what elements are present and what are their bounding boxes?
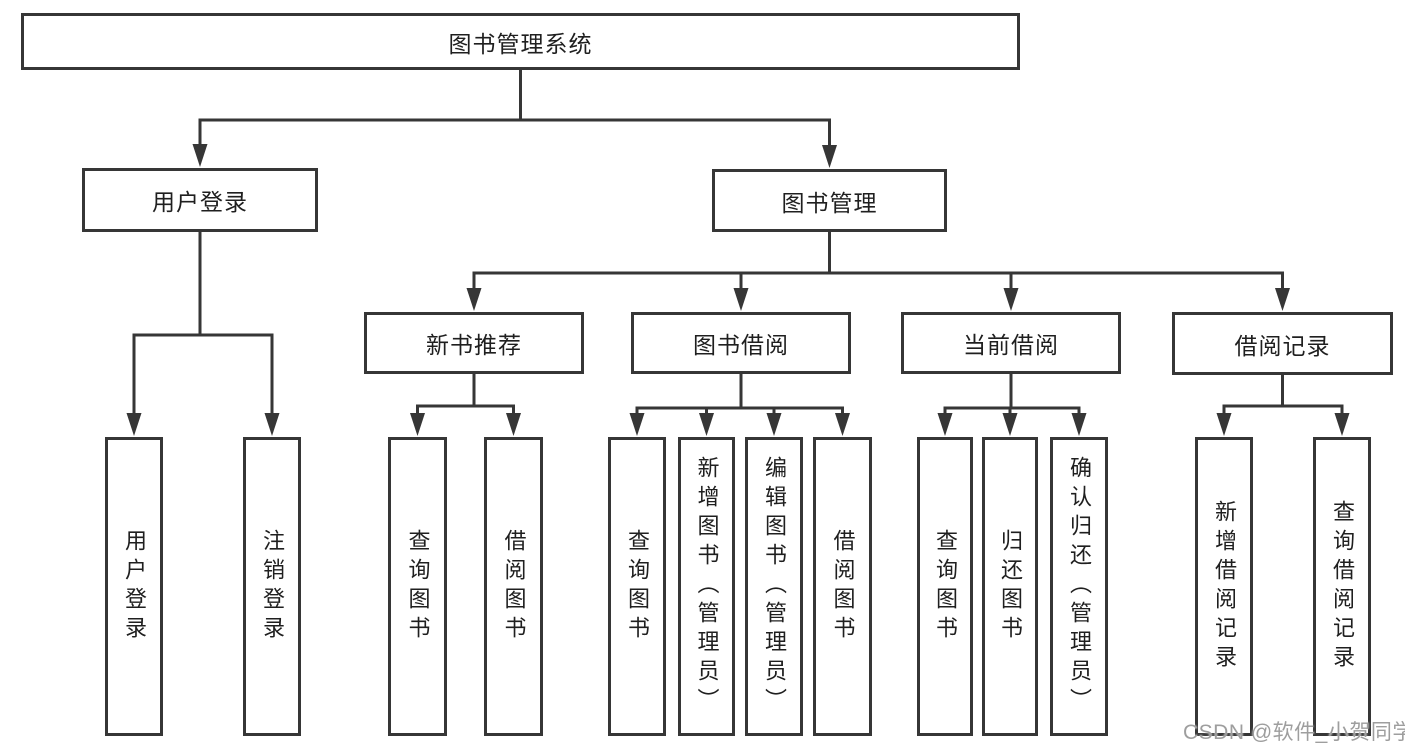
arrowhead-icon: [466, 288, 482, 311]
arrowhead-icon: [835, 413, 850, 436]
node-root: 图书管理系统: [21, 13, 1020, 70]
node-nbr-query: 查询图书: [388, 437, 447, 736]
arrowhead-icon: [1002, 413, 1018, 436]
node-label: 新增借阅记录: [1212, 499, 1237, 674]
node-bb-edit: 编辑图书（管理员）: [745, 437, 803, 736]
arrowhead-icon: [937, 413, 953, 436]
node-ul-logout: 注销登录: [243, 437, 301, 736]
node-label: 新增图书（管理员）: [694, 456, 720, 717]
node-user-login: 用户登录: [82, 168, 318, 232]
arrowhead-icon: [1334, 413, 1350, 436]
arrowhead-icon: [766, 413, 782, 436]
node-book-borrow: 图书借阅: [631, 312, 851, 374]
node-label: 借阅图书: [501, 528, 527, 645]
arrowhead-icon: [1216, 413, 1232, 436]
watermark-text: CSDN @软件_小贺同学: [1183, 721, 1405, 744]
arrowhead-icon: [733, 288, 749, 311]
node-nbr-borrow: 借阅图书: [484, 437, 543, 736]
node-bb-borrow: 借阅图书: [813, 437, 872, 736]
arrowhead-icon: [822, 145, 837, 168]
node-label: 确认归还（管理员）: [1067, 456, 1092, 717]
node-label: 用户登录: [152, 189, 248, 215]
node-label: 图书管理系统: [448, 30, 593, 57]
node-cb-confirm: 确认归还（管理员）: [1050, 437, 1108, 736]
node-label: 编辑图书（管理员）: [762, 456, 787, 717]
node-new-book-rec: 新书推荐: [364, 312, 584, 374]
node-label: 借阅记录: [1234, 332, 1331, 359]
node-cb-return: 归还图书: [982, 437, 1038, 736]
arrowhead-icon: [1275, 288, 1290, 311]
arrowhead-icon: [699, 413, 714, 436]
arrowhead-icon: [1071, 413, 1087, 436]
arrowhead-icon: [1003, 288, 1019, 311]
node-current-borrow: 当前借阅: [901, 312, 1121, 374]
arrowhead-icon: [126, 413, 142, 436]
node-br-query: 查询借阅记录: [1313, 437, 1371, 736]
node-label: 新书推荐: [426, 332, 522, 358]
arrowhead-icon: [629, 413, 645, 436]
node-label: 查询图书: [933, 528, 958, 645]
node-label: 查询图书: [625, 528, 650, 645]
node-bb-add: 新增图书（管理员）: [678, 437, 735, 736]
arrowhead-icon: [506, 413, 521, 436]
node-label: 用户登录: [122, 528, 147, 645]
node-cb-query: 查询图书: [917, 437, 973, 736]
node-label: 当前借阅: [963, 332, 1059, 358]
node-label: 归还图书: [998, 528, 1023, 645]
arrowhead-icon: [192, 144, 208, 167]
node-label: 注销登录: [260, 528, 285, 645]
node-label: 查询借阅记录: [1330, 499, 1355, 674]
node-book-mgmt: 图书管理: [712, 169, 947, 232]
node-bb-query: 查询图书: [608, 437, 666, 736]
node-label: 查询图书: [405, 528, 431, 645]
node-label: 图书管理: [781, 189, 878, 216]
node-label: 借阅图书: [830, 528, 856, 645]
arrowhead-icon: [410, 413, 425, 436]
node-label: 图书借阅: [693, 332, 789, 358]
node-borrow-records: 借阅记录: [1172, 312, 1393, 375]
arrowhead-icon: [264, 413, 280, 436]
node-ul-login: 用户登录: [105, 437, 163, 736]
node-br-add: 新增借阅记录: [1195, 437, 1253, 736]
